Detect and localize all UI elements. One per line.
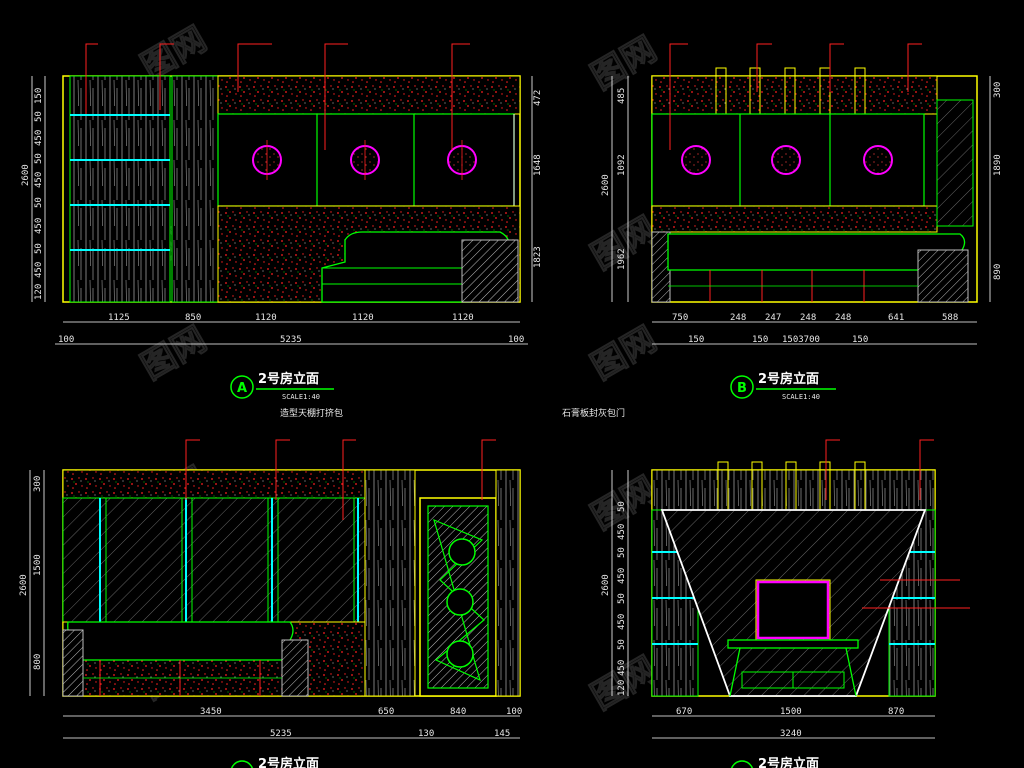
view-a-left-total: 2600 <box>21 164 31 186</box>
view-a-right-dim-2: 1648 <box>533 154 543 176</box>
view-b-bottom-5: 248 <box>835 313 851 323</box>
view-c-bottom-1: 3450 <box>200 707 222 717</box>
view-c-left-seg-2: 1500 <box>33 554 43 576</box>
elevation-b: 2600 485 1092 1962 300 1890 890 750 248 … <box>601 43 1003 401</box>
view-b-bottom-11: 150 <box>852 335 868 345</box>
view-c-left-seg-1: 300 <box>33 476 43 492</box>
view-d-left-seg-8: 450 <box>617 660 627 676</box>
view-b-bottom-1: 750 <box>672 313 688 323</box>
watermark-5: 图网 <box>135 319 214 388</box>
view-b-right-dim-3: 890 <box>993 264 1003 280</box>
view-a-right-dim-3: 1823 <box>533 246 543 268</box>
view-c-bottom-3: 840 <box>450 707 466 717</box>
view-a-bottom-8: 100 <box>508 335 524 345</box>
view-b-right-dim-1: 300 <box>993 82 1003 98</box>
elevation-a: 2600 150 50 450 50 450 50 450 50 450 120… <box>21 43 543 419</box>
elevation-d: 2600 50 450 50 450 50 450 50 450 120 670… <box>601 439 970 768</box>
view-d-left-seg-6: 450 <box>617 614 627 630</box>
view-b-bottom-10: 1503700 <box>782 335 820 345</box>
view-a-left-seg-2: 450 <box>34 130 44 146</box>
tv-screen <box>756 580 830 640</box>
view-b-bottom-4: 248 <box>800 313 816 323</box>
view-a-left-seg-7: 50 <box>34 243 44 254</box>
view-a-left-seg-8: 450 <box>34 262 44 278</box>
door-ornament <box>448 538 476 566</box>
view-b-scale: SCALE1:40 <box>782 393 820 401</box>
view-a-title: 2号房立面 <box>258 371 319 387</box>
view-a-left-seg-3: 50 <box>34 153 44 164</box>
view-a-left-seg-6: 450 <box>34 218 44 234</box>
view-c-bottom-6: 130 <box>418 729 434 739</box>
view-b-bottom-2: 248 <box>730 313 746 323</box>
view-a-right-dim-1: 472 <box>533 90 543 106</box>
view-d-bottom-4: 3240 <box>780 729 802 739</box>
view-a-bottom-6: 100 <box>58 335 74 345</box>
door-ornament <box>446 640 474 668</box>
view-b-bottom-9: 150 <box>752 335 768 345</box>
view-a-bottom-1: 1125 <box>108 313 130 323</box>
view-a-bottom-3: 1120 <box>255 313 277 323</box>
wall-lamp <box>681 145 711 175</box>
view-d-left-seg-2: 450 <box>617 524 627 540</box>
view-c-left-total: 2600 <box>19 574 29 596</box>
view-b-left-total: 2600 <box>601 174 611 196</box>
wall-lamp <box>863 145 893 175</box>
view-d-left-total: 2600 <box>601 574 611 596</box>
elevation-c: 2600 300 1500 800 3450 650 840 100 5235 … <box>19 439 522 768</box>
view-c-title: 2号房立面 <box>258 756 319 768</box>
view-c-bottom-7: 145 <box>494 729 510 739</box>
view-d-left-seg-7: 50 <box>617 639 627 650</box>
view-d-left-seg-4: 450 <box>617 568 627 584</box>
view-d-left-seg-1: 50 <box>617 501 627 512</box>
view-a-left-top: 150 <box>34 88 44 104</box>
view-b-bottom-3: 247 <box>765 313 781 323</box>
view-c-bottom-5: 5235 <box>270 729 292 739</box>
view-a-bottom-7: 5235 <box>280 335 302 345</box>
view-a-note: 造型天棚打挤包 <box>280 407 343 419</box>
view-c-left-seg-3: 800 <box>33 654 43 670</box>
view-d-bottom-1: 670 <box>676 707 692 717</box>
view-d-bottom-2: 1500 <box>780 707 802 717</box>
center-note: 石膏板封灰包门 <box>562 407 625 419</box>
view-a-left-seg-4: 450 <box>34 172 44 188</box>
view-d-left-seg-5: 50 <box>617 593 627 604</box>
view-d-left-seg-3: 50 <box>617 547 627 558</box>
view-d-bottom-3: 870 <box>888 707 904 717</box>
watermark-6: 图网 <box>585 319 664 388</box>
view-d-title: 2号房立面 <box>758 756 819 768</box>
view-a-bottom-5: 1120 <box>452 313 474 323</box>
wall-lamp <box>771 145 801 175</box>
view-b-left-seg-2: 1092 <box>617 154 627 176</box>
view-a-left-seg-9: 120 <box>34 284 44 300</box>
view-b-left-seg-1: 485 <box>617 88 627 104</box>
view-a-marker: A <box>237 381 247 396</box>
view-b-bottom-7: 588 <box>942 313 958 323</box>
view-a-left-seg-1: 50 <box>34 111 44 122</box>
view-c-bottom-4: 100 <box>506 707 522 717</box>
view-b-title: 2号房立面 <box>758 371 819 387</box>
view-a-bottom-2: 850 <box>185 313 201 323</box>
view-b-right-dim-2: 1890 <box>993 154 1003 176</box>
view-a-scale: SCALE1:40 <box>282 393 320 401</box>
view-b-left-seg-3: 1962 <box>617 248 627 270</box>
view-a-bottom-4: 1120 <box>352 313 374 323</box>
view-d-left-seg-9: 120 <box>617 680 627 696</box>
view-a-left-seg-5: 50 <box>34 197 44 208</box>
view-b-bottom-6: 641 <box>888 313 904 323</box>
view-b-bottom-8: 150 <box>688 335 704 345</box>
door-ornament <box>446 588 474 616</box>
view-b-marker: B <box>737 381 747 396</box>
view-c-bottom-2: 650 <box>378 707 394 717</box>
